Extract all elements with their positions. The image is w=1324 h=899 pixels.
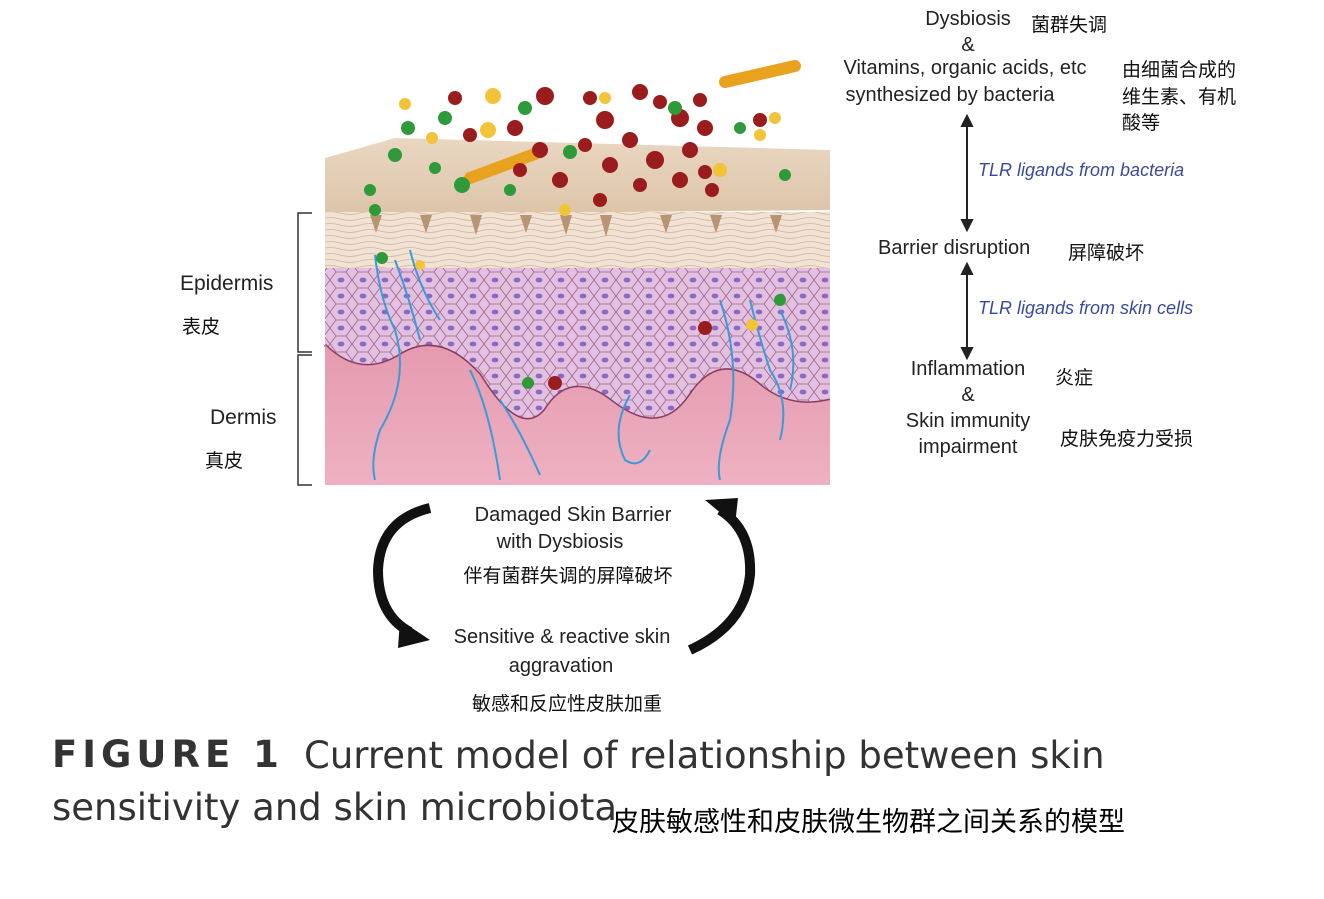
barrier-label: Barrier disruption bbox=[878, 237, 1031, 259]
tlr-bacteria-label: TLR ligands from bacteria bbox=[978, 160, 1185, 180]
epidermis-label: Epidermis bbox=[180, 272, 274, 295]
dysbiosis-label: Dysbiosis bbox=[925, 8, 1011, 30]
vitamins-label-line2: synthesized by bacteria bbox=[845, 84, 1055, 106]
yellow-bacteria bbox=[399, 88, 781, 331]
vitamins-label-line1: Vitamins, organic acids, etc bbox=[843, 57, 1087, 79]
immunity-label-cn: 皮肤免疫力受损 bbox=[1060, 428, 1194, 450]
ampersand-2: & bbox=[961, 384, 975, 406]
figure-caption-line1: Current model of relationship between sk… bbox=[304, 734, 1105, 777]
immunity-label-line2: impairment bbox=[918, 436, 1018, 458]
epidermis-cells bbox=[325, 268, 830, 420]
vitamins-label-cn-line2: 维生素、有机 bbox=[1122, 86, 1237, 108]
figure-label: FIGURE 1 bbox=[52, 733, 284, 776]
dysbiosis-label-cn: 菌群失调 bbox=[1031, 14, 1108, 36]
dermis-label: Dermis bbox=[210, 406, 277, 429]
vitamins-label-cn-line3: 酸等 bbox=[1122, 112, 1161, 134]
tlr-skin-label: TLR ligands from skin cells bbox=[978, 298, 1194, 318]
epidermis-label-cn: 表皮 bbox=[182, 316, 221, 338]
barrier-label-cn: 屏障破坏 bbox=[1068, 242, 1145, 264]
layer-brackets bbox=[297, 212, 312, 486]
cycle-arrows bbox=[372, 503, 756, 655]
ampersand-1: & bbox=[961, 34, 975, 56]
pores bbox=[370, 215, 782, 237]
figure-caption-line2: sensitivity and skin microbiota bbox=[52, 786, 618, 829]
inflammation-label-cn: 炎症 bbox=[1055, 367, 1094, 389]
cycle-arrowheads bbox=[398, 498, 738, 648]
cycle-bottom-line2: aggravation bbox=[508, 655, 614, 677]
inflammation-label: Inflammation bbox=[910, 358, 1026, 380]
cycle-top-line2: with Dysbiosis bbox=[496, 531, 624, 553]
cascade-arrows bbox=[960, 113, 974, 361]
vitamins-label-cn-line1: 由细菌合成的 bbox=[1122, 59, 1237, 81]
cycle-top-cn: 伴有菌群失调的屏障破坏 bbox=[463, 565, 673, 587]
cycle-top-line1: Damaged Skin Barrier bbox=[474, 504, 672, 526]
green-bacteria bbox=[364, 101, 791, 389]
dermis-label-cn: 真皮 bbox=[205, 450, 244, 472]
cycle-bottom-cn: 敏感和反应性皮肤加重 bbox=[471, 693, 663, 715]
rod-bacteria bbox=[464, 60, 801, 184]
red-bacteria bbox=[448, 84, 767, 390]
immunity-label-line1: Skin immunity bbox=[905, 410, 1031, 432]
figure-caption-cn: 皮肤敏感性和皮肤微生物群之间关系的模型 bbox=[612, 807, 1125, 838]
stratum-layers bbox=[325, 212, 830, 270]
skin-surface bbox=[325, 138, 830, 215]
cycle-bottom-line1: Sensitive & reactive skin bbox=[453, 626, 671, 648]
dermis-layer bbox=[325, 345, 830, 485]
